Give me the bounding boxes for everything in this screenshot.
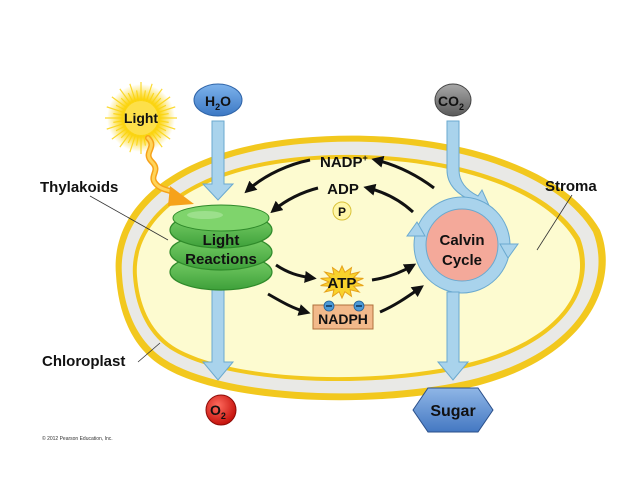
sun-ray — [151, 128, 162, 139]
phosphate-icon — [332, 201, 352, 221]
copyright-notice: © 2012 Pearson Education, Inc. — [42, 435, 113, 442]
chloroplast-leader-line — [137, 342, 161, 363]
co2-label-sub: 2 — [459, 102, 464, 112]
atp-label: ATP — [328, 275, 357, 292]
calvin-cycle-arrow-left — [406, 221, 426, 237]
sun-ray — [115, 104, 128, 112]
sun-ray — [111, 126, 129, 140]
calvin-cycle — [406, 196, 519, 294]
sun-ray — [120, 128, 131, 139]
sun-ray — [127, 131, 135, 144]
sun-ray — [106, 106, 126, 114]
svg-text:O2: O2 — [210, 402, 226, 421]
sun-ray — [156, 119, 169, 123]
nadph-box — [312, 300, 374, 330]
sugar-molecule — [412, 387, 494, 433]
sun-ray — [113, 113, 126, 117]
sun-ray — [106, 122, 126, 130]
sun-ray — [115, 124, 128, 132]
water-label-h: H — [205, 93, 215, 109]
sun-icon — [105, 82, 177, 154]
sun-ray — [154, 124, 167, 132]
sun-ray — [149, 130, 163, 148]
stroma-label: Stroma — [545, 178, 597, 195]
adp-label: ADP — [327, 181, 359, 198]
sun-ray — [153, 126, 171, 140]
sun-ray — [153, 96, 171, 110]
nadph-forward-arrows — [267, 285, 424, 316]
sun-ray — [136, 133, 140, 146]
thylakoid-stack — [169, 204, 273, 291]
atp-forward-arrows — [275, 263, 417, 283]
oxygen-molecule: O2 — [205, 394, 237, 426]
chloroplast-label: Chloroplast — [42, 353, 125, 370]
co2-molecule: CO2 — [434, 83, 472, 117]
nadph-label: NADPH — [318, 311, 368, 327]
sun-ray — [145, 83, 153, 103]
nadp-label: NADP — [320, 154, 363, 171]
water-label-o: O — [220, 93, 231, 109]
nadp-return-arrows — [244, 155, 435, 194]
phosphate-label: P — [338, 205, 346, 219]
sun-ray — [156, 113, 169, 117]
sun-ray — [119, 88, 133, 106]
sun-ray — [127, 92, 135, 105]
adp-return-arrows — [270, 183, 415, 214]
calvin-cycle-arrow-right — [499, 243, 519, 259]
sun-ray — [136, 90, 140, 103]
sun-ray — [142, 133, 146, 146]
co2-label: CO — [438, 93, 459, 109]
sun-ray — [156, 106, 176, 114]
water-molecule: H2O — [193, 83, 243, 117]
sun-ray — [147, 92, 155, 105]
nadp-label-sup: + — [363, 153, 368, 163]
sun-ray — [113, 119, 126, 123]
water-label-sub: 2 — [215, 102, 220, 112]
sun-ray — [111, 96, 129, 110]
svg-text:NADP+: NADP+ — [320, 153, 368, 171]
sun-ray — [156, 122, 176, 130]
co2-input-arrow — [446, 120, 493, 213]
sun-ray — [120, 97, 131, 108]
svg-text:H2O: H2O — [205, 93, 231, 112]
light-energy-arrow — [145, 135, 194, 206]
sun-ray — [119, 130, 133, 148]
oxygen-label-sub: 2 — [221, 411, 226, 421]
atp-burst — [320, 264, 364, 300]
sun-ray — [129, 133, 137, 153]
thylakoids-label: Thylakoids — [40, 179, 118, 196]
sun-ray — [154, 104, 167, 112]
svg-text:CO2: CO2 — [438, 93, 464, 112]
sun-ray — [149, 88, 163, 106]
calvin-cycle-label-line2: Cycle — [442, 252, 482, 269]
oxygen-output-arrow — [201, 287, 235, 381]
water-input-arrow — [201, 120, 235, 201]
light-reactions-label-line2: Reactions — [185, 251, 257, 268]
electron-icon — [353, 300, 365, 312]
light-reactions-label-line1: Light — [203, 232, 240, 249]
light-label: Light — [124, 110, 159, 126]
sun-ray — [129, 83, 137, 103]
oxygen-label: O — [210, 402, 221, 418]
stroma-leader-line — [536, 194, 573, 251]
sun-ray — [151, 97, 162, 108]
calvin-cycle-label-line1: Calvin — [439, 232, 484, 249]
electron-icon — [323, 300, 335, 312]
thylakoids-leader-line — [89, 195, 169, 241]
sugar-output-arrow — [436, 291, 470, 381]
sun-ray — [142, 90, 146, 103]
sugar-label: Sugar — [430, 403, 475, 420]
